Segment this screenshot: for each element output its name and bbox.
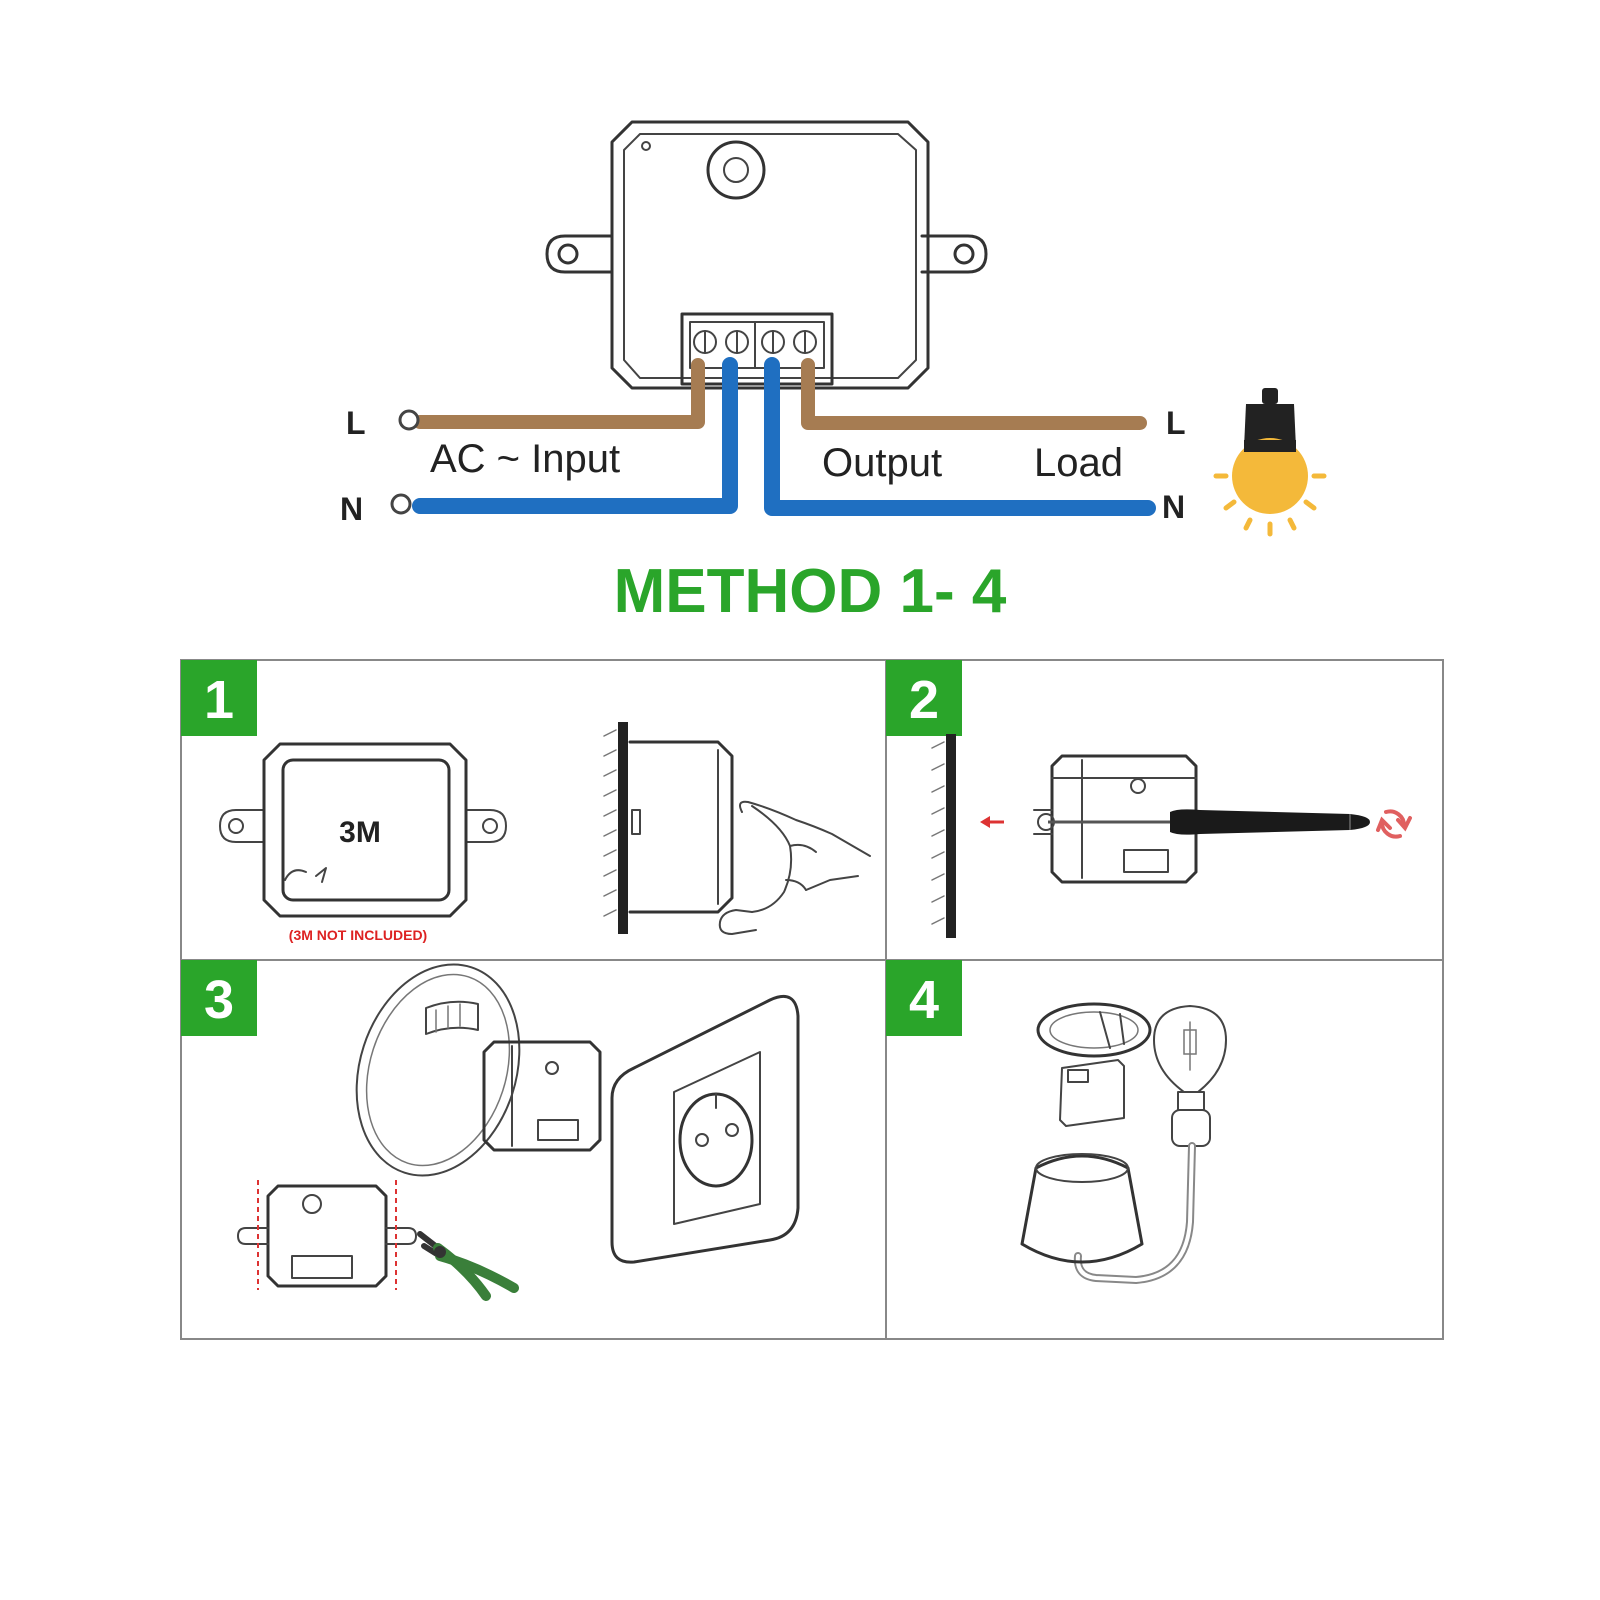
neutral-input-terminal-icon xyxy=(390,493,412,515)
left-neutral-label: N xyxy=(340,491,363,527)
live-input-terminal-icon xyxy=(398,409,420,431)
step-4-number: 4 xyxy=(909,970,939,1030)
step-4-badge: 4 xyxy=(886,960,962,1036)
wall-icon xyxy=(603,722,628,934)
step-2-illustration xyxy=(931,734,1412,938)
ac-input-label: AC ~ Input xyxy=(430,437,620,481)
tape-label: 3M xyxy=(339,816,381,849)
step-3-illustration xyxy=(237,963,800,1301)
hand-icon xyxy=(718,800,871,935)
arrow-left-icon xyxy=(980,816,1004,828)
right-live-label: L xyxy=(1166,405,1186,441)
right-neutral-label: N xyxy=(1162,489,1185,525)
step-1-number: 1 xyxy=(204,670,234,730)
screwdriver-icon xyxy=(1048,809,1370,835)
live-output-wire xyxy=(801,358,1147,430)
step-4-illustration xyxy=(1020,1002,1227,1285)
rotate-icon xyxy=(1376,809,1412,839)
step-2-number: 2 xyxy=(909,670,939,730)
wall-icon xyxy=(931,734,956,938)
switch-module xyxy=(545,120,988,390)
light-bulb-icon xyxy=(1213,388,1327,537)
live-input-wire xyxy=(413,358,705,429)
wires xyxy=(390,357,1156,516)
step-2-badge: 2 xyxy=(886,660,962,736)
step-3-number: 3 xyxy=(204,970,234,1030)
method-title: METHOD 1- 4 xyxy=(614,557,1007,626)
light-bulb-icon xyxy=(1153,1005,1227,1147)
wall-socket-icon xyxy=(610,995,800,1264)
step-1-badge: 1 xyxy=(181,660,257,736)
pliers-icon xyxy=(417,1231,519,1301)
tape-note: (3M NOT INCLUDED) xyxy=(289,927,427,943)
neutral-output-wire xyxy=(764,357,1156,516)
output-label: Output xyxy=(822,441,942,485)
neutral-input-wire xyxy=(412,357,738,514)
step-1-illustration: 3M (3M NOT INCLUDED) xyxy=(219,722,871,943)
steps-grid xyxy=(180,659,1444,1340)
wire-labels: L N L N AC ~ Input Output Load xyxy=(340,405,1186,527)
step-3-badge: 3 xyxy=(181,960,257,1036)
left-live-label: L xyxy=(346,405,366,441)
load-label: Load xyxy=(1034,441,1123,485)
terminal-screws xyxy=(693,321,817,369)
